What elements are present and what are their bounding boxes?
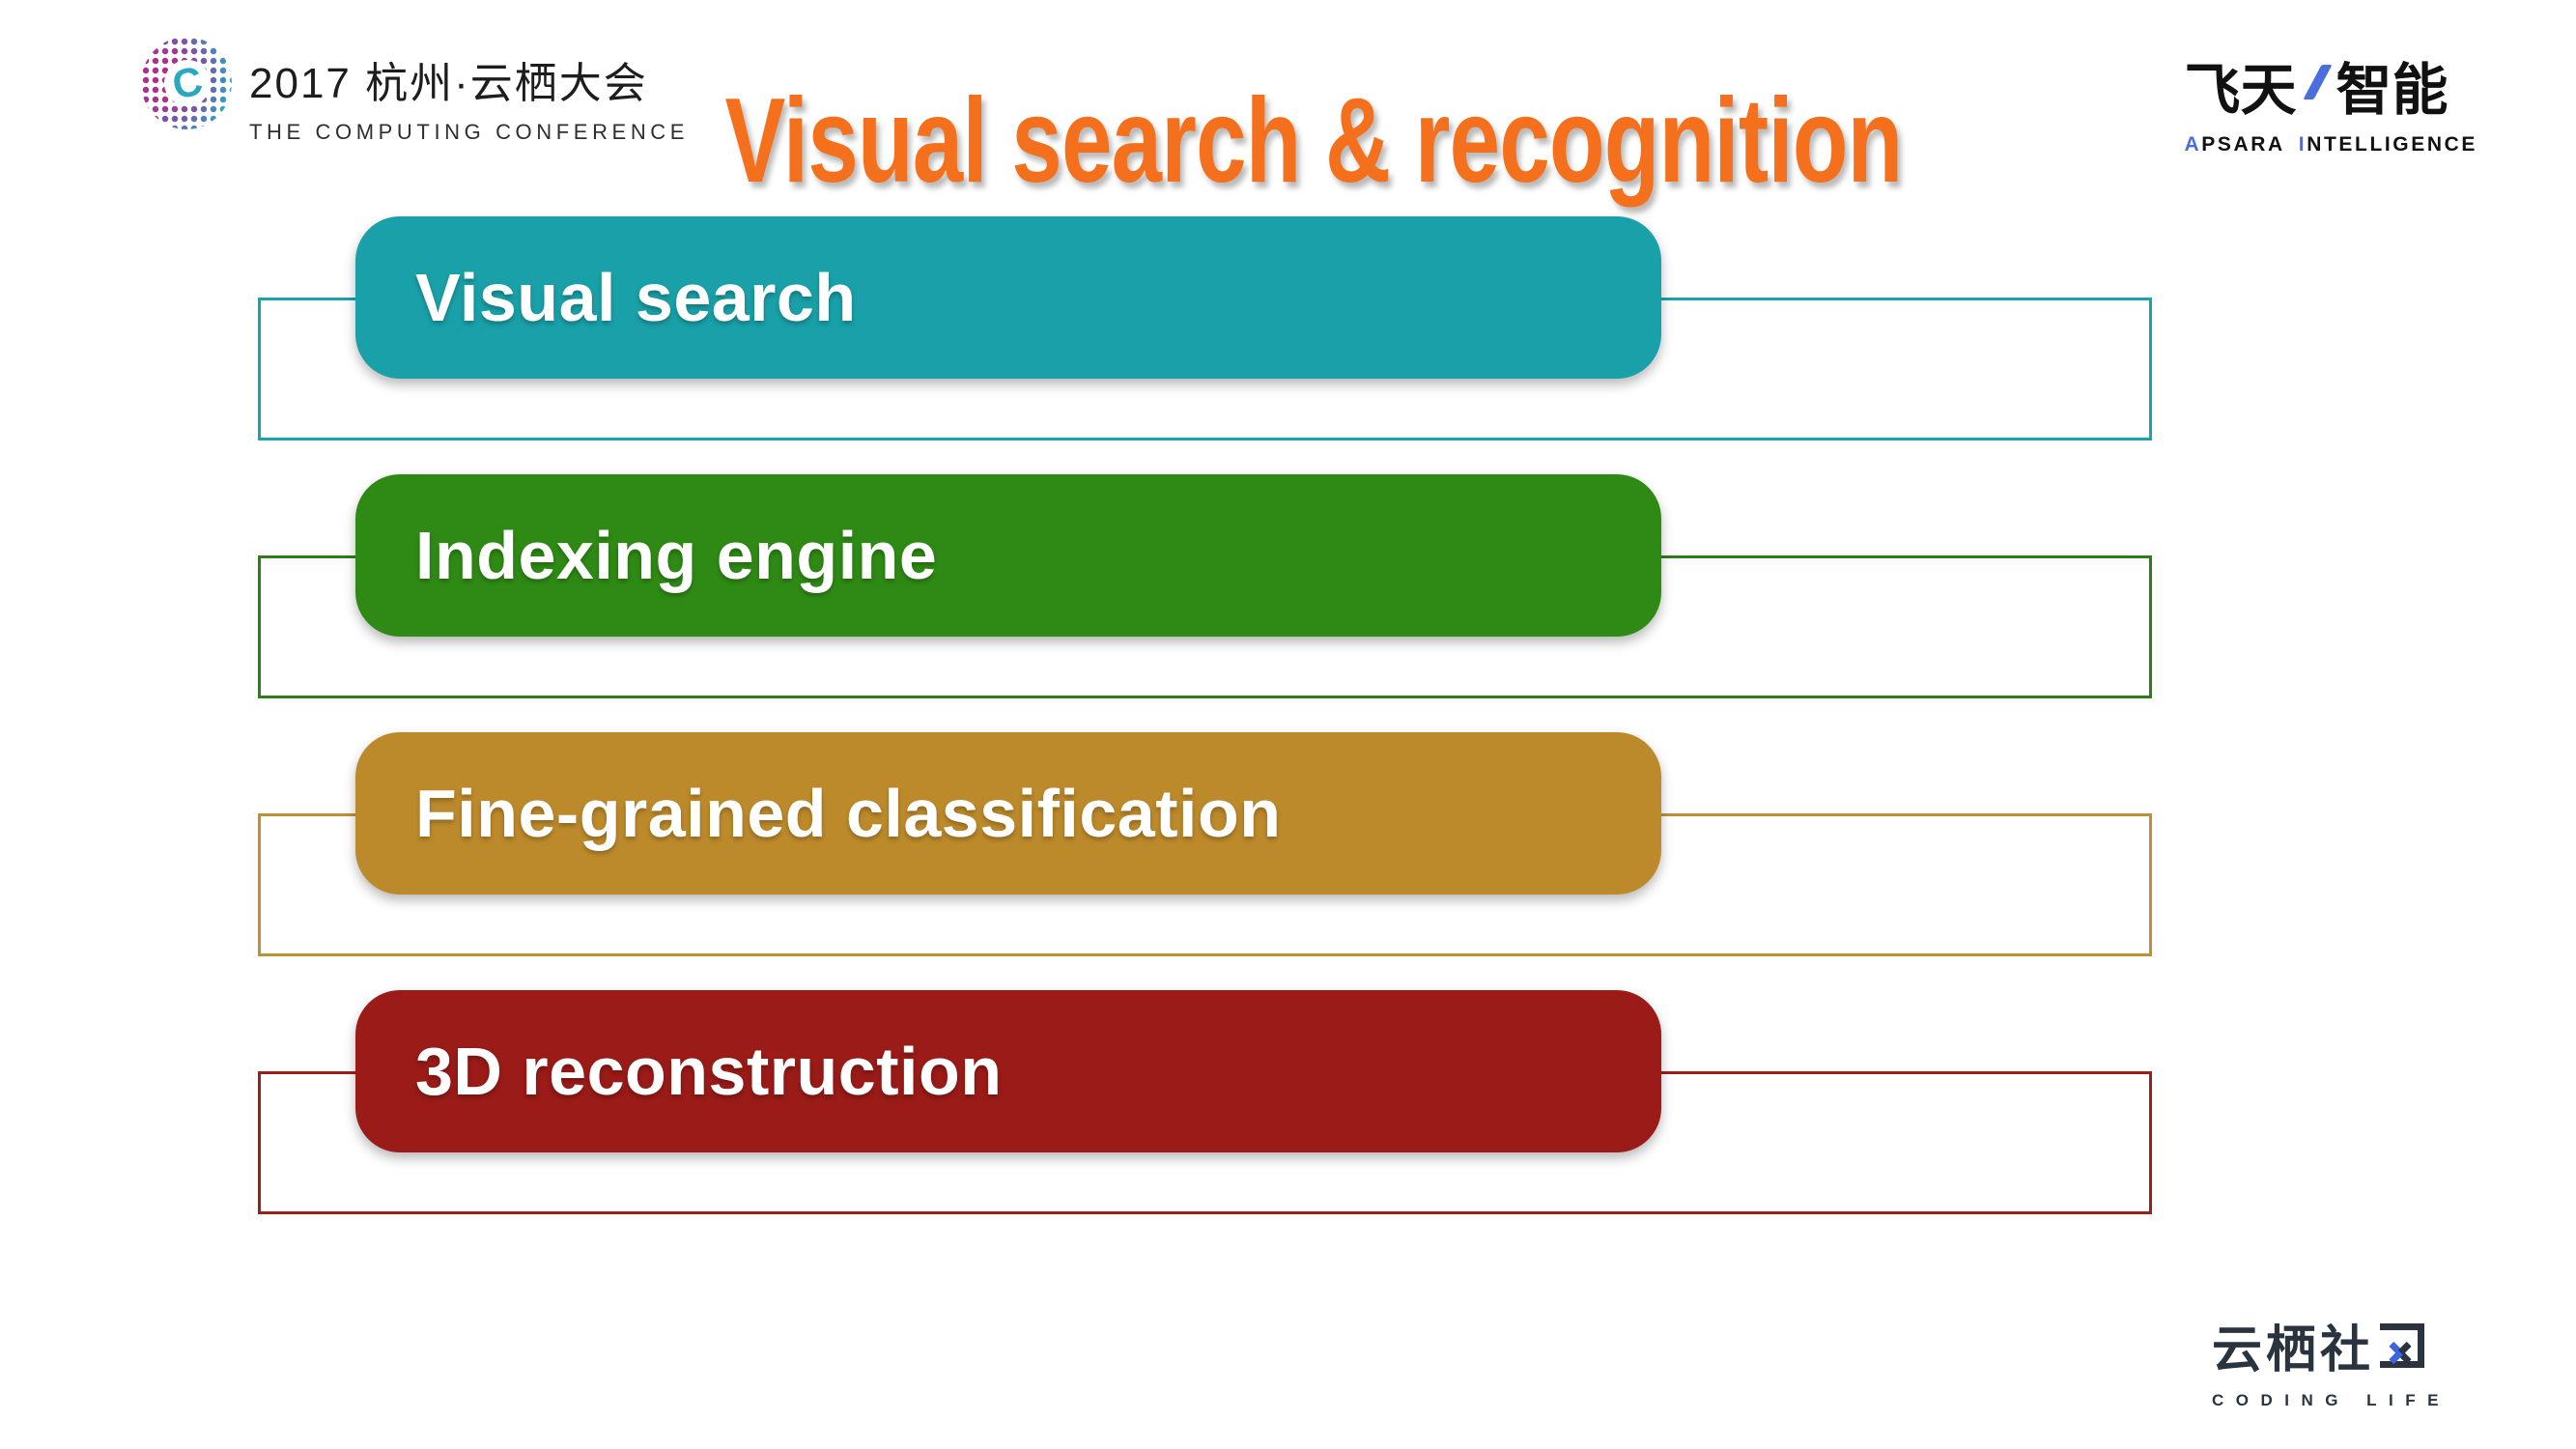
apsara-en-line: APSARA INTELLIGENCE xyxy=(2185,133,2492,156)
banner-fine-grained-classification: Fine-grained classification xyxy=(355,732,1661,895)
banner-row-fine-grained-classification: Fine-grained classification xyxy=(258,732,2152,983)
yunqi-cn-line: 云栖社 xyxy=(2212,1309,2450,1381)
yunqi-shequ-text: 云栖社 xyxy=(2211,1322,2374,1378)
page-title: Visual search & recognition xyxy=(724,74,1904,208)
banner-row-indexing-engine: Indexing engine xyxy=(258,474,2152,725)
conference-subtitle-en: THE COMPUTING CONFERENCE xyxy=(249,120,690,144)
banner-visual-search: Visual search xyxy=(355,216,1661,379)
apsara-zhineng-text: 智能 xyxy=(2335,59,2449,122)
banner-label: 3D reconstruction xyxy=(415,1034,1003,1109)
qu-block-glyph xyxy=(2379,1322,2424,1368)
apsara-feitian-text: 飞天 xyxy=(2184,59,2297,122)
banner-row-3d-reconstruction: 3D reconstruction xyxy=(258,990,2152,1241)
conference-sphere-icon: C xyxy=(141,37,232,129)
computing-conference-logo: C 2017 杭州·云栖大会 THE COMPUTING CONFERENCE xyxy=(141,37,689,145)
banner-label: Visual search xyxy=(415,260,857,335)
apsara-word: APSARA xyxy=(2185,133,2285,156)
intelligence-initial-i: I xyxy=(2298,133,2307,156)
apsara-cn-line: 飞天 智能 xyxy=(2185,44,2492,126)
apsara-slash-icon xyxy=(2302,65,2333,99)
banner-label: Fine-grained classification xyxy=(415,776,1282,851)
banner-indexing-engine: Indexing engine xyxy=(355,474,1661,637)
conference-logo-text: 2017 杭州·云栖大会 THE COMPUTING CONFERENCE xyxy=(249,37,689,145)
apsara-rest-text: PSARA xyxy=(2201,133,2285,156)
intelligence-rest-text: NTELLIGENCE xyxy=(2307,133,2477,156)
yunqi-en-line: CODING LIFE xyxy=(2211,1391,2450,1409)
apsara-initial-a: A xyxy=(2184,133,2202,156)
banner-label: Indexing engine xyxy=(415,518,938,593)
yunqi-community-logo: 云栖社 CODING LIFE xyxy=(2212,1309,2450,1410)
apsara-intelligence-logo: 飞天 智能 APSARA INTELLIGENCE xyxy=(2185,44,2492,156)
intelligence-word: INTELLIGENCE xyxy=(2299,133,2477,156)
banner-3d-reconstruction: 3D reconstruction xyxy=(355,990,1661,1152)
banner-row-visual-search: Visual search xyxy=(258,216,2152,468)
conference-title-cn: 2017 杭州·云栖大会 xyxy=(249,60,648,107)
